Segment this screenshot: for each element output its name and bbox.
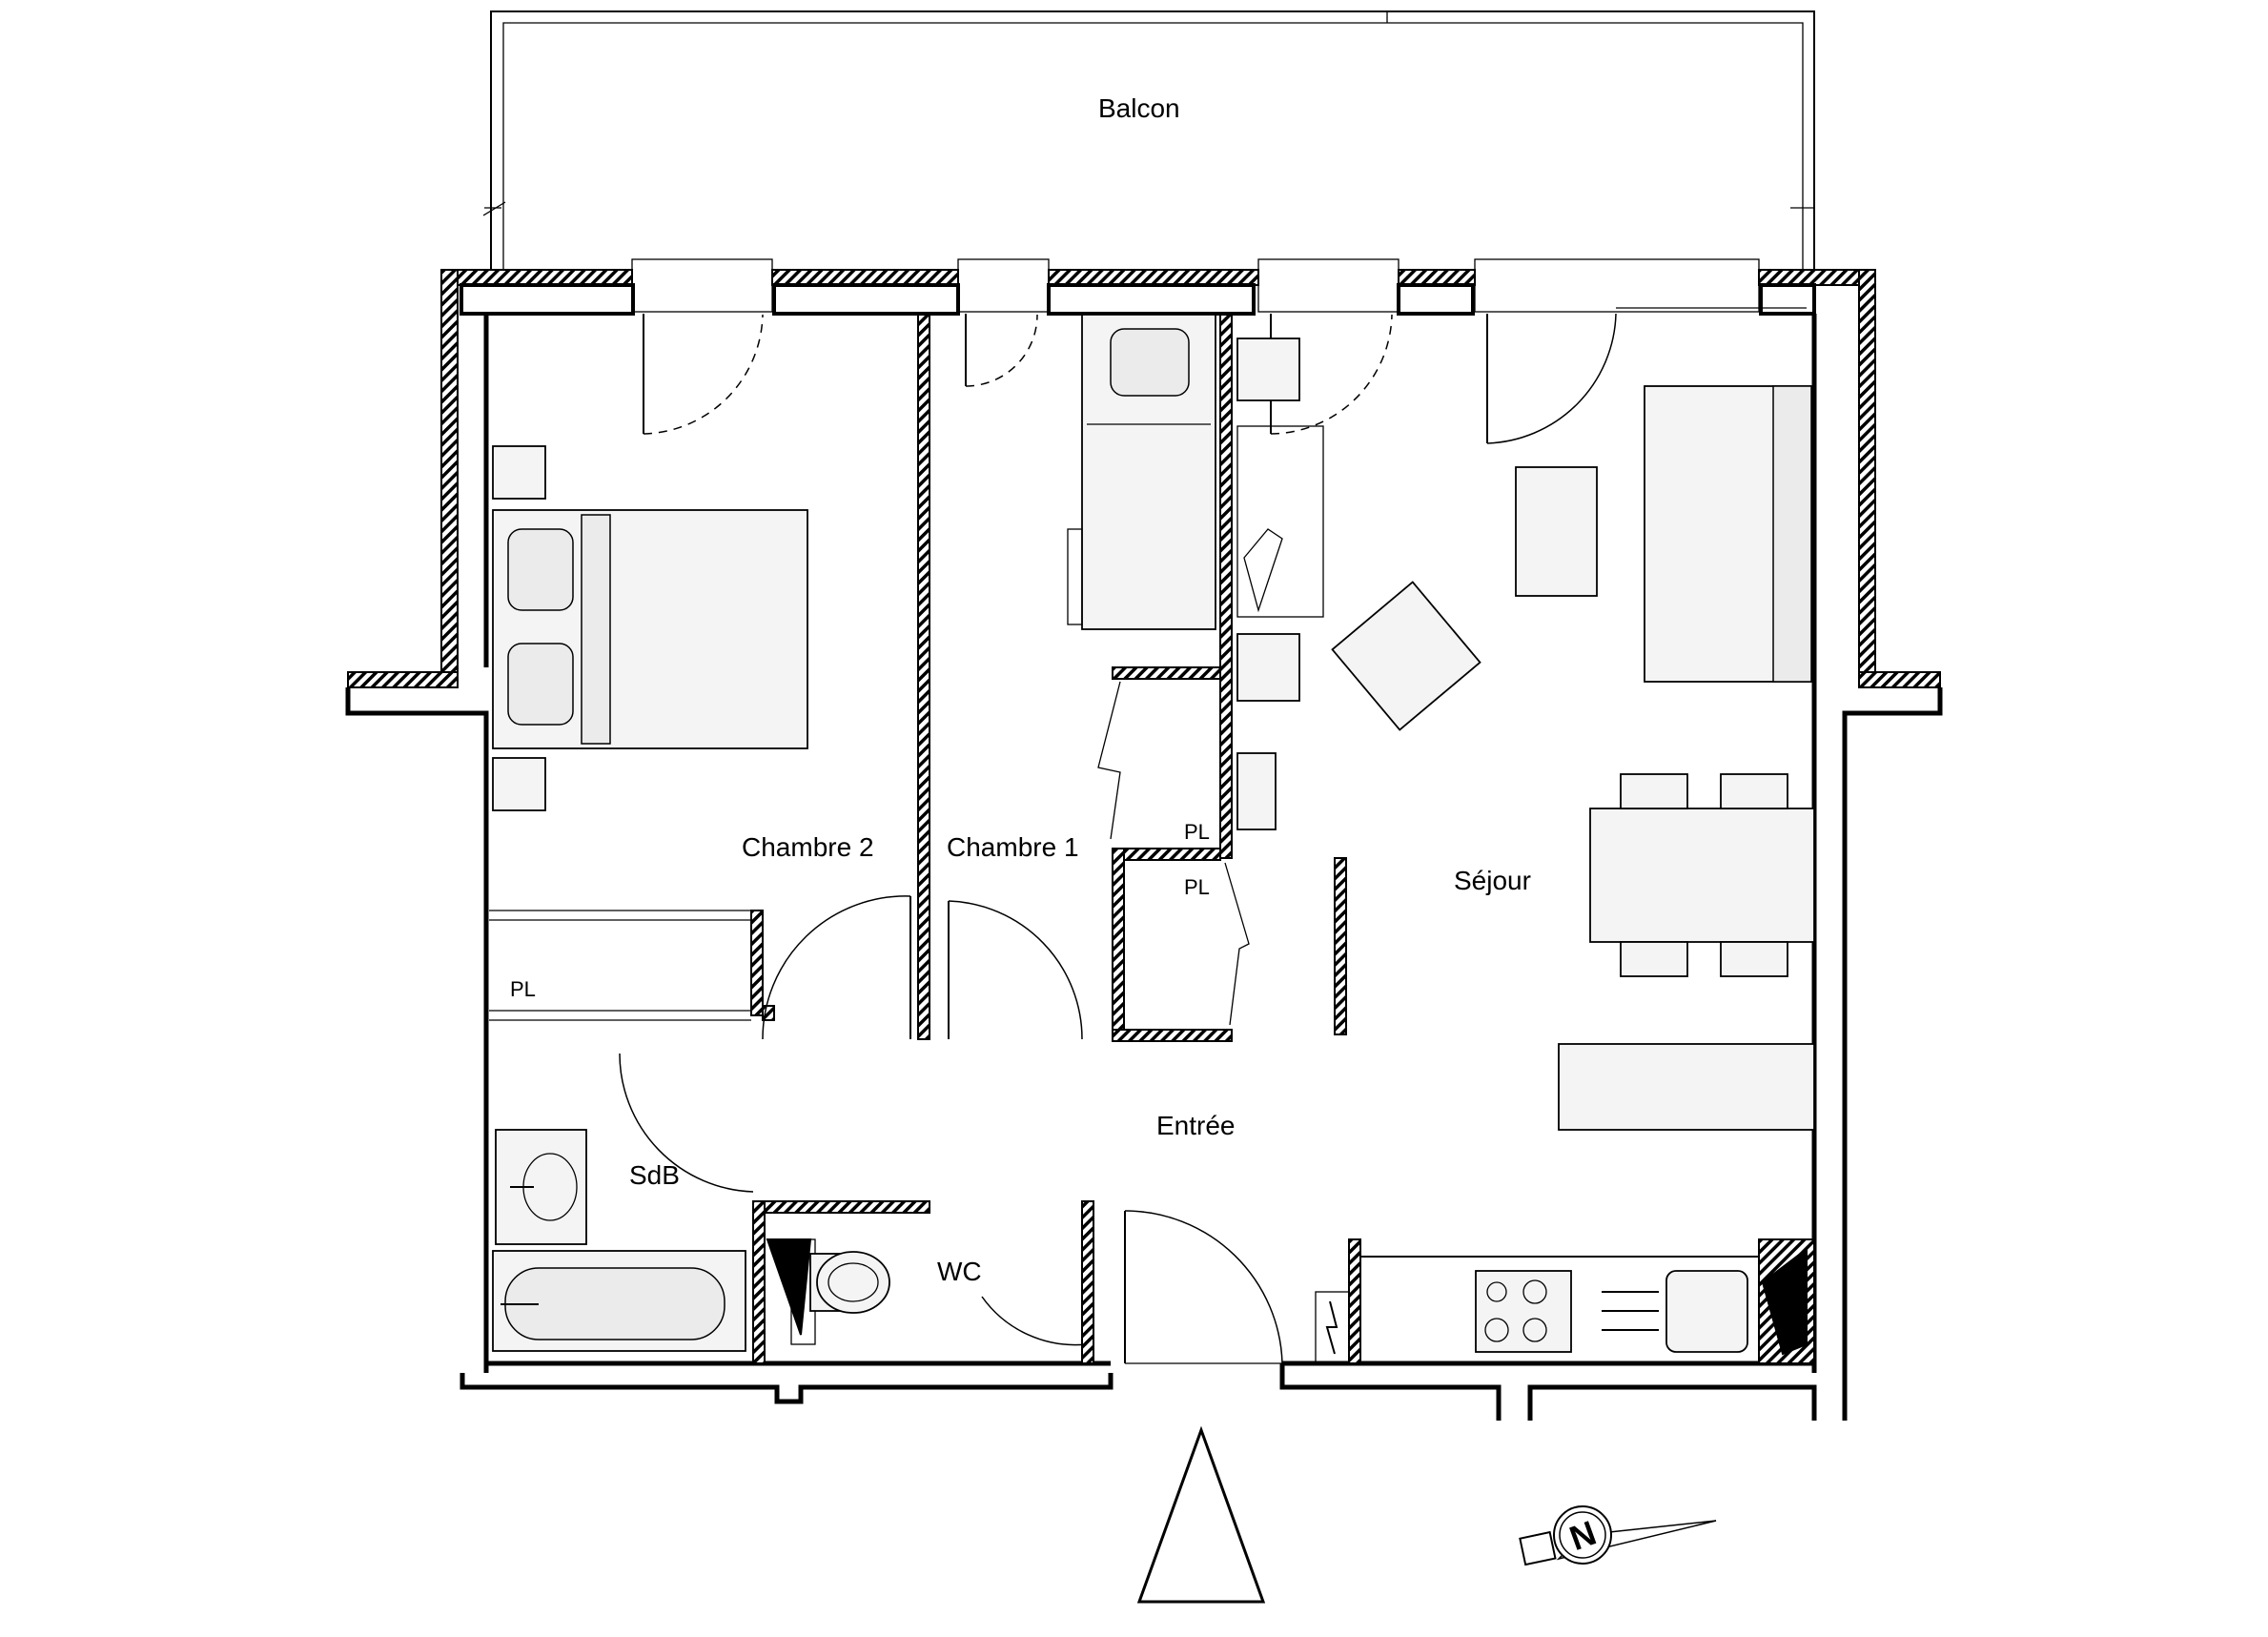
coffee-table	[1515, 466, 1598, 597]
toilet-bowl	[816, 1251, 890, 1314]
desk	[1236, 425, 1324, 618]
interior-walls	[489, 314, 1815, 1364]
north-arrow-icon	[1136, 1425, 1266, 1604]
room-label-chambre-1: Chambre 1	[947, 832, 1079, 862]
room-label-entree: Entrée	[1156, 1111, 1236, 1140]
storage-label-pl: PL	[1184, 820, 1210, 844]
dining-table	[1589, 808, 1815, 943]
room-label-wc: WC	[937, 1257, 982, 1286]
balcony	[482, 10, 1815, 270]
room-label-sdb: SdB	[629, 1160, 680, 1190]
furniture	[492, 314, 1815, 1364]
room-label-sejour: Séjour	[1454, 866, 1531, 895]
chair	[1720, 941, 1788, 977]
shelf	[1236, 752, 1277, 830]
storage-label-pl: PL	[510, 977, 536, 1001]
doors	[619, 307, 1807, 1364]
exterior-walls	[345, 258, 1943, 1421]
storage-label-pl: PL	[1184, 875, 1210, 899]
room-label-chambre-2: Chambre 2	[742, 832, 874, 862]
armchair	[1331, 581, 1481, 731]
chair	[1720, 773, 1788, 809]
chair	[1620, 941, 1688, 977]
chair	[1620, 773, 1688, 809]
room-labels: Balcon Chambre 2 Chambre 1 Séjour Entrée…	[510, 93, 1531, 1286]
single-bed	[1081, 314, 1216, 630]
chair	[1236, 633, 1300, 702]
room-label-balcon: Balcon	[1098, 93, 1180, 123]
nightstand	[492, 445, 546, 500]
compass-icon: N	[1519, 1505, 1717, 1566]
sink	[1665, 1270, 1748, 1353]
sideboard	[1558, 1043, 1815, 1131]
nightstand	[492, 757, 546, 811]
stool	[1236, 338, 1300, 401]
washbasin	[495, 1129, 587, 1245]
electrical-panel	[1315, 1291, 1350, 1364]
